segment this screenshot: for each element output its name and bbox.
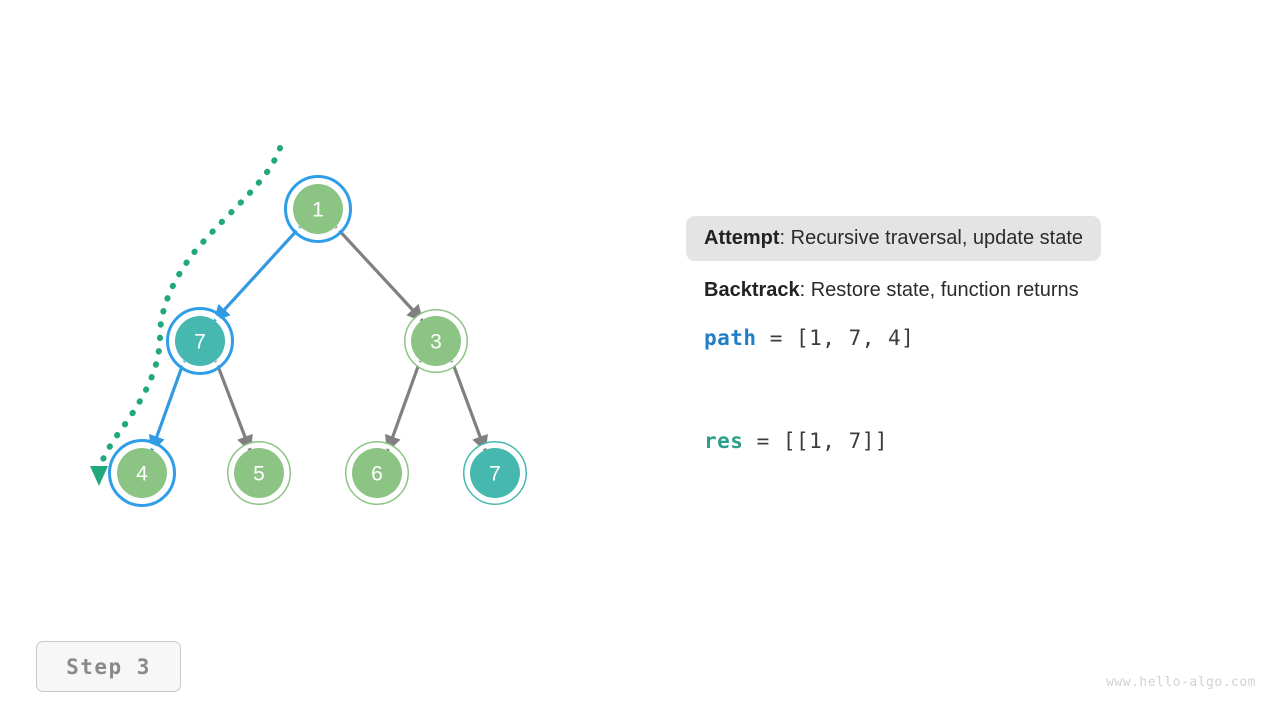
attempt-keyword: Attempt xyxy=(704,227,780,249)
edge-1-to-7 xyxy=(213,225,302,322)
tree-node-7-left[interactable]: 7 xyxy=(166,307,234,375)
edge-3-to-7r xyxy=(450,360,488,453)
backtrack-row: Backtrack: Restore state, function retur… xyxy=(686,280,1246,300)
tree-node-7-right[interactable]: 7 xyxy=(463,441,527,505)
info-panel: Attempt: Recursive traversal, update sta… xyxy=(686,216,1246,453)
backtrack-arrowhead xyxy=(90,466,108,486)
step-badge: Step 3 xyxy=(36,641,181,692)
watermark: www.hello-algo.com xyxy=(1106,675,1256,690)
tree-node-4[interactable]: 4 xyxy=(108,439,176,507)
step-badge-label: Step 3 xyxy=(66,654,151,679)
tree-node-1[interactable]: 1 xyxy=(284,175,352,243)
path-variable-name: path xyxy=(704,326,757,350)
tree-node-7-right-label: 7 xyxy=(489,463,501,486)
tree-edges xyxy=(148,225,488,453)
edge-7-to-4 xyxy=(148,360,186,453)
backtrack-text: : Restore state, function returns xyxy=(799,279,1079,301)
attempt-text: : Recursive traversal, update state xyxy=(779,227,1084,249)
backtrack-dotted-path xyxy=(90,145,283,486)
tree-node-4-label: 4 xyxy=(136,463,148,486)
path-variable-value: = [1, 7, 4] xyxy=(756,326,915,350)
res-variable-row: res = [[1, 7]] xyxy=(686,429,1246,453)
res-variable-name: res xyxy=(704,429,744,453)
tree-node-3[interactable]: 3 xyxy=(404,309,468,373)
backtrack-keyword: Backtrack xyxy=(704,279,800,301)
tree-node-1-label: 1 xyxy=(312,199,324,222)
tree-node-7-left-label: 7 xyxy=(194,331,206,354)
tree-node-6-label: 6 xyxy=(371,463,383,486)
tree-node-5[interactable]: 5 xyxy=(227,441,291,505)
edge-1-to-3 xyxy=(334,225,424,322)
tree-node-6[interactable]: 6 xyxy=(345,441,409,505)
tree-node-3-label: 3 xyxy=(430,331,442,354)
binary-tree-diagram: 1 7 3 4 5 xyxy=(90,145,527,507)
tree-node-5-label: 5 xyxy=(253,463,265,486)
path-variable-row: path = [1, 7, 4] xyxy=(686,326,1246,350)
edge-3-to-6 xyxy=(384,360,422,453)
attempt-row: Attempt: Recursive traversal, update sta… xyxy=(686,216,1102,261)
edge-7-to-5 xyxy=(214,360,253,453)
res-variable-value: = [[1, 7]] xyxy=(743,429,889,453)
